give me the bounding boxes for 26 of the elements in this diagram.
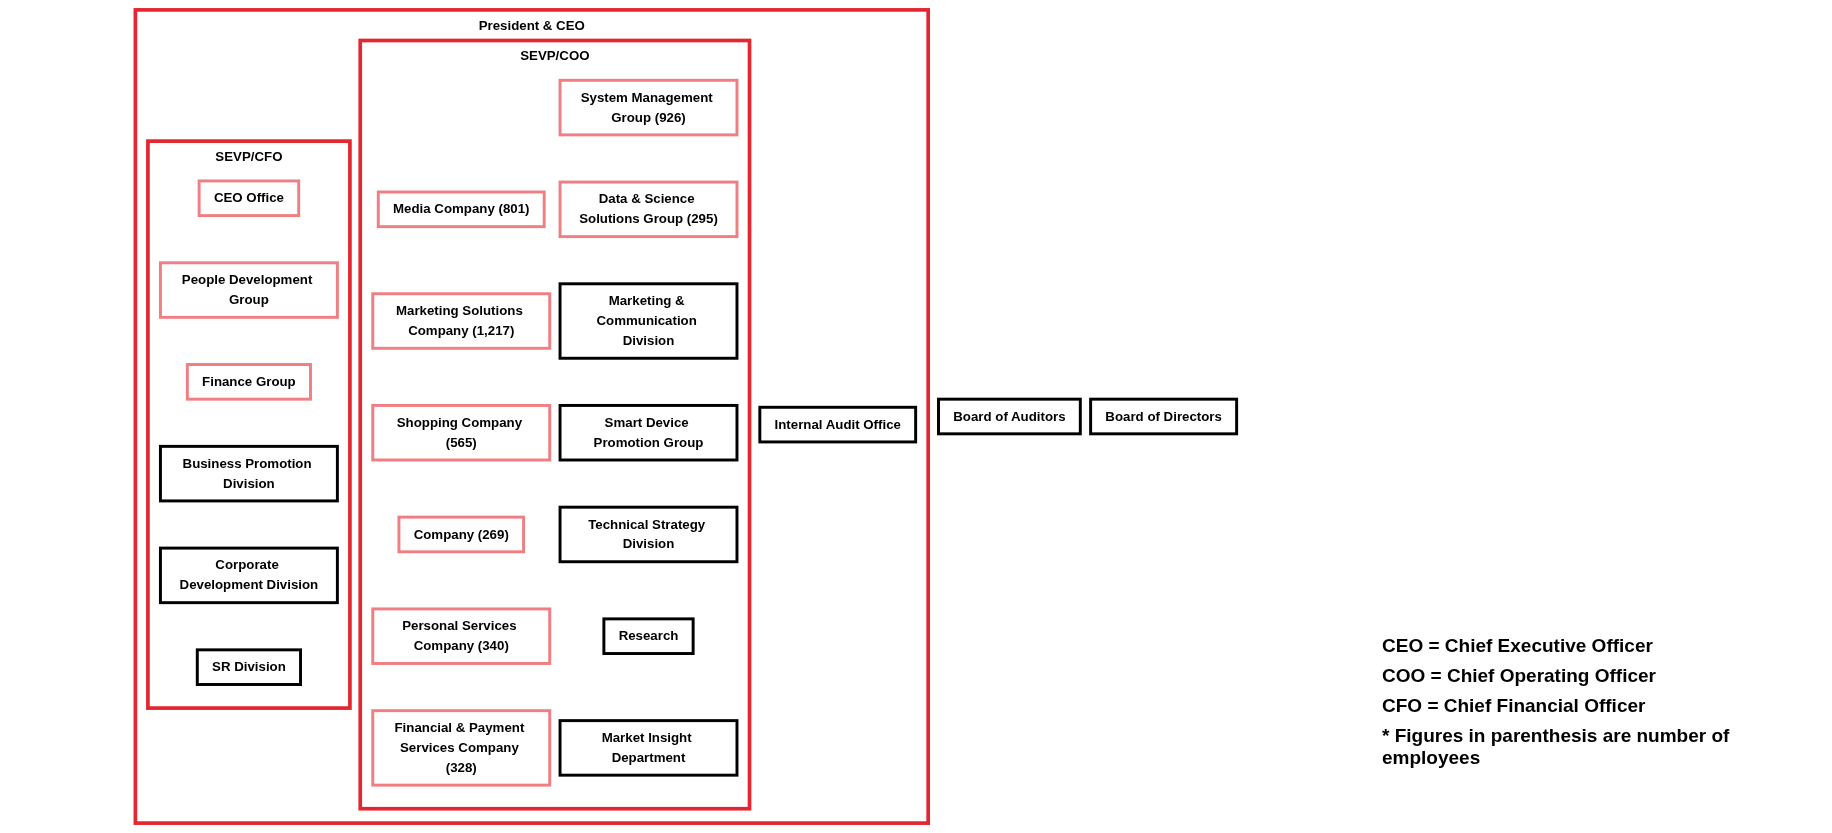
- node-box: People Development Group: [158, 261, 339, 319]
- node-box: Data & Science Solutions Group (295): [558, 180, 739, 239]
- node-box: Marketing & Communication Division: [558, 282, 739, 360]
- node-box: System Management Group (926): [558, 78, 739, 137]
- node-box: Company (269): [397, 515, 526, 554]
- note-text: COO = Chief Operating Officer: [1382, 665, 1657, 687]
- node-box: SR Division: [195, 648, 302, 686]
- node-box: Shopping Company (565): [371, 403, 552, 462]
- note-text: CFO = Chief Financial Officer: [1382, 695, 1647, 717]
- note-text: * Figures in parenthesis are number of employees: [1382, 725, 1731, 769]
- node-box: Marketing Solutions Company (1,217): [371, 292, 552, 350]
- node-box: Finance Group: [185, 363, 312, 401]
- node-box: Business Promotion Division: [158, 444, 339, 503]
- node-box: CEO Office: [197, 179, 301, 218]
- node-box: Internal Audit Office: [758, 405, 918, 444]
- node-box: Smart Device Promotion Group: [558, 403, 739, 462]
- node-box: Market Insight Department: [558, 719, 739, 777]
- node-box: Financial & Payment Services Company (328): [371, 709, 552, 787]
- node-box: Corporate Development Division: [158, 546, 339, 605]
- node-box: Technical Strategy Division: [558, 505, 739, 564]
- node-box: Media Company (801): [376, 190, 546, 229]
- note-text: CEO = Chief Executive Officer: [1382, 635, 1654, 657]
- node-box: Personal Services Company (340): [371, 607, 552, 665]
- node-box: Research: [602, 617, 695, 655]
- node-box: Board of Directors: [1089, 397, 1239, 436]
- node-box: Board of Auditors: [937, 397, 1082, 436]
